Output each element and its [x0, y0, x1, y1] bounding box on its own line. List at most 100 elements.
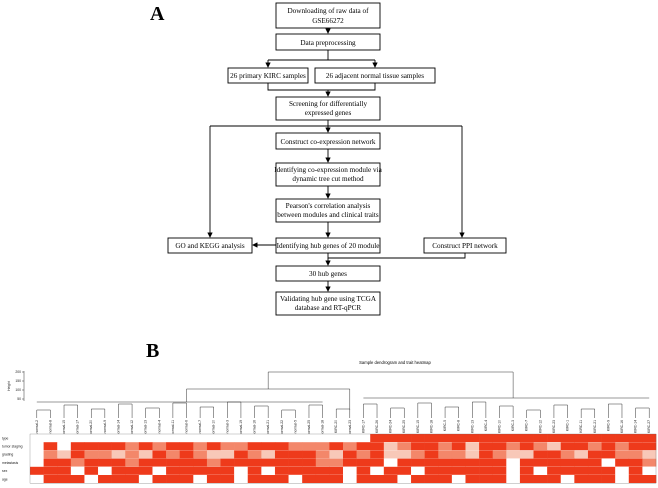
heatmap-cell — [411, 475, 425, 483]
box-coexp: Construct co-expression network — [275, 132, 381, 150]
heatmap-cell — [98, 458, 112, 467]
heatmap-cell — [574, 442, 589, 451]
box-kirc: 26 primary KIRC samples — [227, 67, 309, 84]
sample-label: adj-normal-5 — [293, 420, 297, 439]
heatmap-cell — [574, 450, 589, 459]
heatmap-cell — [424, 466, 439, 475]
heatmap-cell — [206, 458, 221, 467]
sample-label: adj-normal-12 — [130, 420, 134, 441]
heatmap-cell — [574, 434, 589, 442]
sample-label: KIRC-21 — [593, 420, 597, 433]
sample-label: KIRC-11 — [579, 420, 583, 433]
heatmap-cell — [424, 450, 439, 459]
heatmap-cell — [519, 475, 534, 483]
heatmap-cell — [84, 458, 99, 467]
heatmap-cell — [506, 458, 521, 467]
heatmap-cell — [343, 466, 357, 475]
sample-label: adj-normal-4 — [157, 420, 161, 439]
dendro-leaf-pair — [227, 401, 242, 418]
sample-label: adj-normal-25 — [307, 420, 311, 441]
heatmap-cell — [465, 442, 480, 451]
dendro-leaf-pair — [199, 406, 214, 418]
heatmap-cell — [343, 458, 357, 467]
heatmap-cell — [30, 466, 44, 475]
heatmap-cell — [601, 450, 616, 459]
heatmap-cell — [628, 466, 643, 475]
heatmap-cell — [138, 475, 153, 483]
sample-label: KIRC-5 — [443, 420, 447, 431]
box-ppi: Construct PPI network — [423, 237, 507, 254]
heatmap-cell — [288, 450, 303, 459]
heatmap-cell — [247, 442, 262, 451]
heatmap-cell — [547, 434, 562, 442]
heatmap-cell — [261, 434, 276, 442]
heatmap-cell — [57, 466, 72, 475]
heatmap-cell — [288, 466, 303, 475]
heatmap-cell — [84, 442, 99, 451]
sample-label: KIRC-14 — [634, 420, 638, 433]
dendro-leaf-pair — [118, 403, 133, 418]
flow-connectors — [207, 28, 466, 292]
dendro-leaf-pair — [90, 408, 106, 418]
heatmap-cell — [370, 450, 385, 459]
heatmap-cell — [560, 442, 575, 451]
sample-label: adj-normal-10 — [212, 420, 216, 441]
sample-label: KIRC-23 — [552, 420, 556, 433]
heatmap-cell — [193, 434, 208, 442]
panel-b-label: B — [146, 340, 159, 362]
heatmap-cell — [492, 458, 507, 467]
heatmap-cell — [547, 458, 562, 467]
sample-label: KIRC-9 — [606, 420, 610, 431]
heatmap-cell — [70, 442, 85, 451]
heatmap-cell — [315, 458, 330, 467]
box-preprocess-line1: Data preprocessing — [300, 39, 356, 47]
box-pearson-line2: between modules and clinical traits — [277, 211, 379, 219]
heatmap-cell — [506, 466, 521, 475]
dendro-leaf-pair — [444, 406, 459, 418]
heatmap-cell — [234, 442, 249, 451]
heatmap-cell — [220, 450, 235, 459]
heatmap-cell — [152, 475, 167, 483]
dendro-leaf-pair — [281, 409, 296, 418]
heatmap-cell — [302, 475, 317, 483]
sample-label: KIRC-8 — [457, 420, 461, 431]
box-normal-line1: 26 adjacent normal tissue samples — [326, 72, 424, 80]
heatmap-cell — [574, 458, 589, 467]
heatmap-cell — [424, 458, 439, 467]
heatmap-cell — [84, 475, 99, 483]
heatmap-cell — [343, 434, 357, 442]
heatmap-cell — [615, 466, 630, 475]
heatmap-cell — [642, 475, 657, 483]
heatmap-cell — [302, 458, 317, 467]
heatmap-cell — [261, 475, 276, 483]
heatmap-cell — [533, 442, 548, 451]
heatmap-cell — [615, 450, 630, 459]
heatmap-cell — [84, 466, 99, 475]
heatmap-cell — [84, 450, 99, 459]
dendro-leaf-pair — [363, 403, 378, 418]
heatmap-cell — [451, 450, 466, 459]
heatmap-cell — [57, 458, 72, 467]
heatmap-cell — [98, 450, 112, 459]
heatmap-cell — [492, 442, 507, 451]
heatmap-cell — [601, 442, 616, 451]
heatmap-cell — [370, 466, 385, 475]
heatmap-cell — [43, 475, 58, 483]
box-coexp-line1: Construct co-expression network — [280, 138, 375, 146]
heatmap-cell — [397, 442, 412, 451]
dendro-root — [267, 371, 514, 398]
sample-label: adj-normal-15 — [62, 420, 66, 441]
heatmap-cell — [315, 466, 330, 475]
heatmap-cell — [451, 466, 466, 475]
heatmap-cell — [111, 466, 126, 475]
heatmap-cell — [247, 475, 262, 483]
heatmap-cell — [343, 450, 357, 459]
heatmap-cell — [492, 434, 507, 442]
sample-label: KIRC-7 — [525, 420, 529, 431]
heatmap-cell — [125, 475, 140, 483]
heatmap-cell — [424, 442, 439, 451]
heatmap-cell — [302, 434, 317, 442]
sample-label: KIRC-12 — [538, 420, 542, 433]
heatmap-cell — [628, 458, 643, 467]
